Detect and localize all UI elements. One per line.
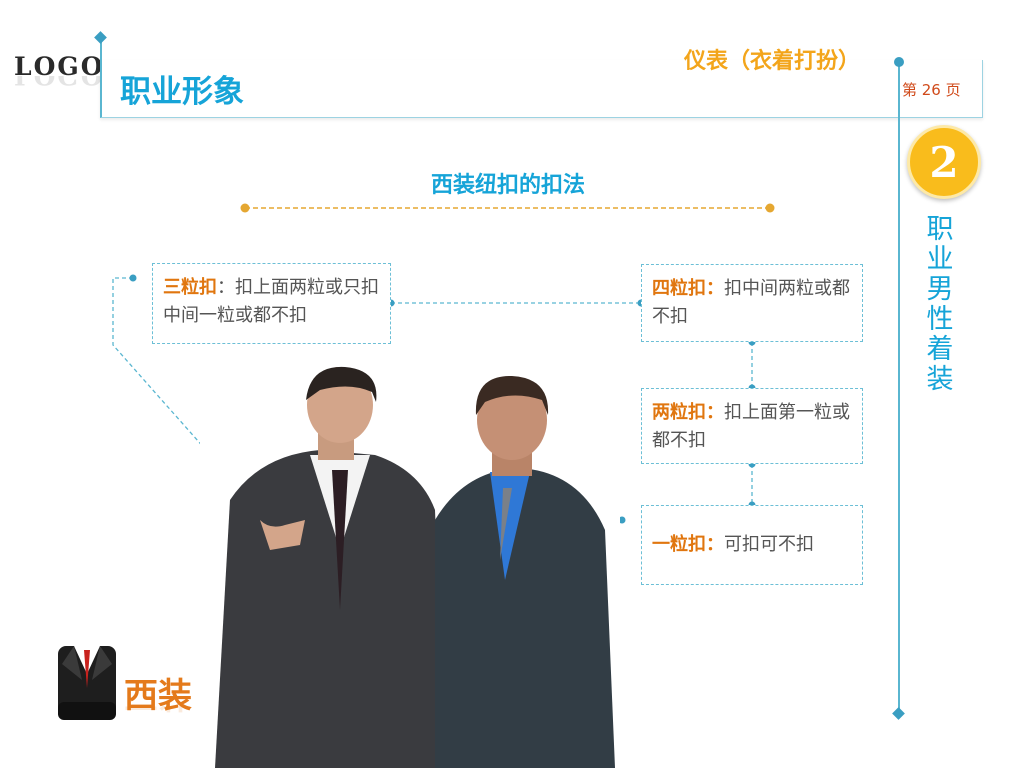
rule-box-one-button: 一粒扣：可扣可不扣 (641, 505, 863, 585)
rule-text: 扣中间两粒或都不扣 (652, 278, 850, 327)
page-subtitle: 仪表（衣着打扮） (684, 49, 861, 74)
side-vertical-line (898, 61, 900, 714)
rule-key: 两粒扣： (652, 402, 724, 423)
rule-separator: ： (217, 277, 235, 298)
section-title: 西装纽扣的扣法 (430, 173, 585, 198)
header-top-line (100, 38, 102, 62)
rule-text: 扣上面第一粒或都不扣 (652, 402, 850, 451)
rule-key: 三粒扣 (163, 277, 217, 298)
vertical-section-title: 职业男性着装 (926, 214, 954, 395)
rule-box-two-button: 两粒扣：扣上面第一粒或都不扣 (641, 388, 863, 464)
page-title: 职业形象 (120, 74, 244, 110)
suit-icon (58, 646, 116, 720)
rule-text: 扣上面两粒或只扣中间一粒或都不扣 (163, 277, 379, 326)
rule-box-four-button: 四粒扣：扣中间两粒或都不扣 (641, 264, 863, 342)
line-dot-top (894, 57, 904, 67)
section-number-badge: 2 (907, 125, 981, 199)
page-number: 第 26 页 (902, 81, 961, 99)
logo: LOGO (14, 52, 105, 81)
rule-key: 四粒扣： (652, 278, 724, 299)
two-businessmen-photo (200, 360, 620, 768)
rule-box-three-button: 三粒扣：扣上面两粒或只扣中间一粒或都不扣 (152, 263, 391, 344)
suit-label-reflection: 西装 (124, 706, 192, 722)
header-bar (100, 60, 983, 118)
suit-label: 西装 (124, 676, 192, 716)
rule-text: 可扣可不扣 (724, 534, 814, 555)
rule-key: 一粒扣： (652, 534, 724, 555)
